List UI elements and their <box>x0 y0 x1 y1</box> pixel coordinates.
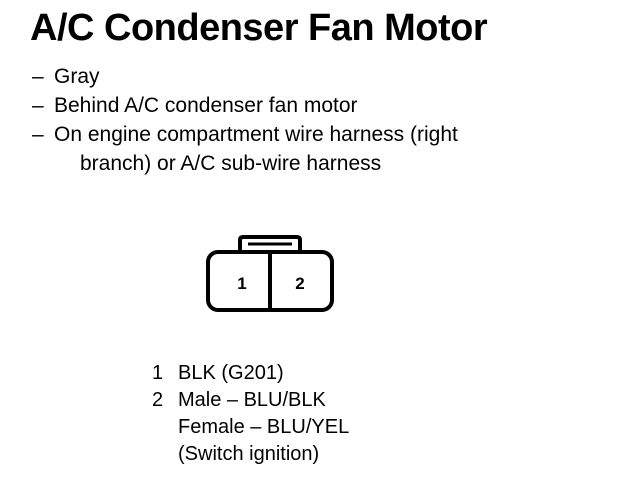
note-color: – Gray <box>32 62 458 91</box>
note-continuation: branch) or A/C sub-wire harness <box>80 152 382 175</box>
note-text: Behind A/C condenser fan motor <box>54 94 358 117</box>
pin-assignments: 1 BLK (G201) 2 Male – BLU/BLK Female – B… <box>152 360 349 468</box>
pin-wire-female: Female – BLU/YEL <box>178 416 350 438</box>
pin-entry-2: 2 Male – BLU/BLK Female – BLU/YEL (Switc… <box>152 387 349 468</box>
bullet-dash: – <box>32 123 44 146</box>
note-harness: – On engine compartment wire harness (ri… <box>32 120 458 178</box>
pin-wire-male: Male – BLU/BLK <box>178 389 326 411</box>
page-title: A/C Condenser Fan Motor <box>30 7 488 49</box>
pin-label-2: 2 <box>295 274 304 293</box>
bullet-dash: – <box>32 94 44 117</box>
pin-label-1: 1 <box>237 274 246 293</box>
pin-wire: BLK (G201) <box>178 362 284 384</box>
bullet-dash: – <box>32 65 44 88</box>
pin-number: 2 <box>152 389 164 411</box>
note-text: On engine compartment wire harness (righ… <box>54 123 458 146</box>
connector-latch <box>238 235 302 252</box>
location-notes: – Gray – Behind A/C condenser fan motor … <box>32 62 458 178</box>
pin-circuit-note: (Switch ignition) <box>178 443 320 465</box>
pin-number: 1 <box>152 362 164 384</box>
connector-diagram: 1 2 <box>206 235 334 312</box>
note-location: – Behind A/C condenser fan motor <box>32 91 458 120</box>
note-text: Gray <box>54 65 100 88</box>
pin-entry-1: 1 BLK (G201) <box>152 360 349 387</box>
